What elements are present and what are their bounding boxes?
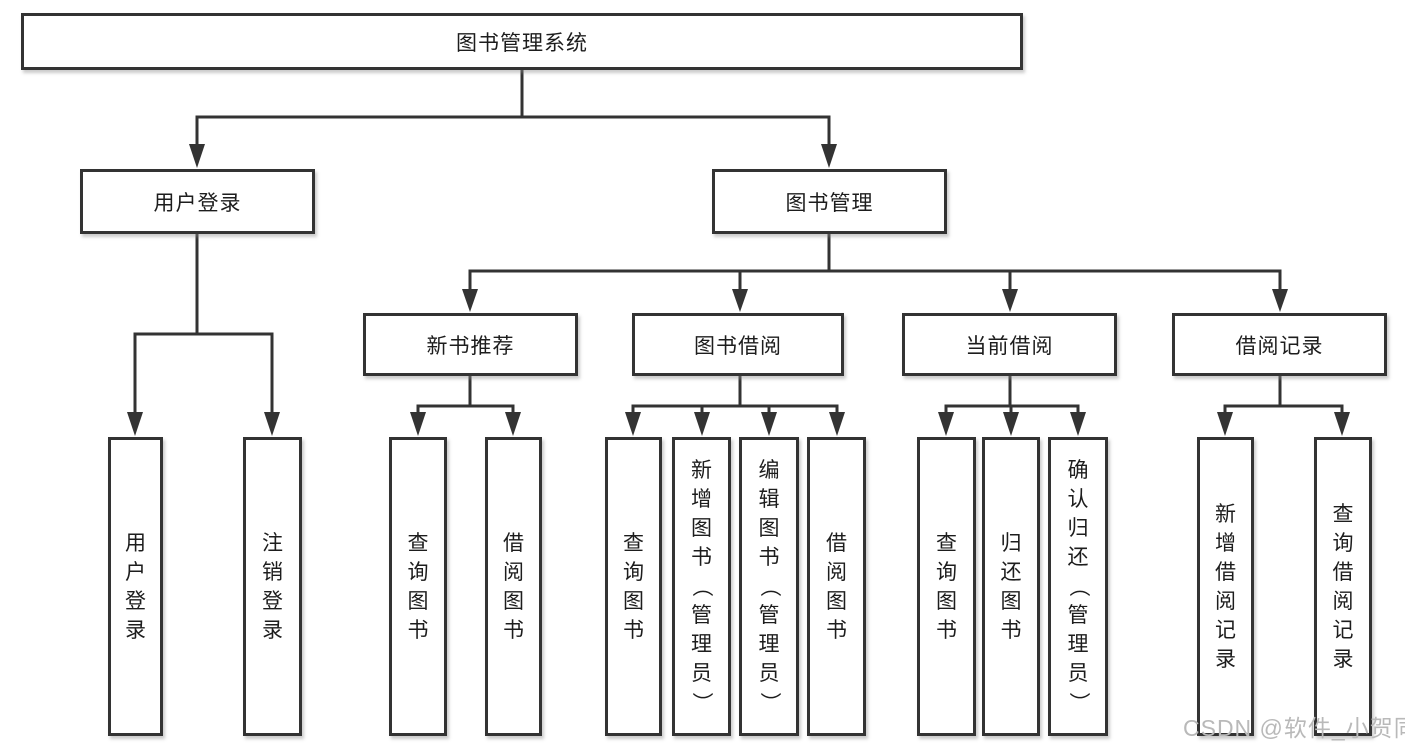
node-confirm-return-label: 确认归还（管理员） [1066,459,1090,713]
csdn-watermark: CSDN @软件_小贺同学 [1183,715,1405,741]
connector-borrow-record-split [1223,376,1344,415]
node-query-book-3-label: 查询图书 [936,531,957,642]
arrow-return-book [1003,412,1019,436]
arrow-current-borrow [1002,289,1018,312]
node-user-login-leaf-label: 用户登录 [125,531,146,642]
node-add-book-label: 新增图书（管理员） [690,459,713,713]
connector-new-book-split [416,376,515,415]
node-book-borrow-label: 图书借阅 [694,334,782,358]
arrow-borrow-book-1 [505,412,521,436]
node-query-borrow-record-label: 查询借阅记录 [1332,502,1354,671]
node-borrow-book-1-label: 借阅图书 [503,531,524,642]
connector-paths [133,70,1344,415]
connector-book-borrow-split [631,376,839,415]
arrow-borrow-book-2 [829,412,845,436]
node-root: 图书管理系统 [21,13,1023,70]
arrow-add-book [694,412,710,436]
node-edit-book: 编辑图书（管理员） [739,437,799,736]
node-logout-leaf-label: 注销登录 [262,531,283,642]
node-borrow-record-label: 借阅记录 [1235,334,1324,358]
arrow-query-book-3 [938,412,954,436]
arrow-confirm-return [1070,412,1086,436]
node-book-borrow: 图书借阅 [632,313,844,376]
node-add-borrow-record-label: 新增借阅记录 [1215,502,1236,671]
arrow-new-book [462,289,478,312]
arrow-edit-book [761,412,777,436]
arrowheads [127,144,1350,436]
node-query-book-3: 查询图书 [917,437,976,736]
node-query-borrow-record: 查询借阅记录 [1314,437,1372,736]
connector-root-split [195,70,831,146]
node-book-mgmt-label: 图书管理 [785,191,874,215]
node-add-borrow-record: 新增借阅记录 [1197,437,1254,736]
node-book-mgmt: 图书管理 [712,169,947,234]
node-query-book-1-label: 查询图书 [407,531,429,642]
node-new-book: 新书推荐 [363,313,578,376]
connector-book-mgmt-split [468,234,1282,291]
connector-current-borrow-split [944,376,1080,415]
node-current-borrow-label: 当前借阅 [965,334,1054,358]
node-return-book-label: 归还图书 [1000,531,1022,642]
node-borrow-record: 借阅记录 [1172,313,1387,376]
arrow-book-borrow [732,289,748,312]
arrow-user-login [189,144,205,168]
node-borrow-book-1: 借阅图书 [485,437,542,736]
node-new-book-label: 新书推荐 [426,334,515,358]
node-borrow-book-2: 借阅图书 [807,437,866,736]
arrow-book-mgmt [821,144,837,168]
arrow-query-book-1 [410,412,426,436]
node-logout-leaf: 注销登录 [243,437,302,736]
node-root-label: 图书管理系统 [456,31,588,55]
node-confirm-return: 确认归还（管理员） [1048,437,1108,736]
arrow-query-book-2 [625,412,641,436]
arrow-query-borrow-record [1334,412,1350,436]
node-user-login: 用户登录 [80,169,315,234]
connector-user-login-split [133,234,274,415]
arrow-borrow-record [1272,289,1288,312]
node-current-borrow: 当前借阅 [902,313,1117,376]
arrow-add-borrow-record [1217,412,1233,436]
node-query-book-1: 查询图书 [389,437,447,736]
node-query-book-2: 查询图书 [605,437,662,736]
node-user-login-label: 用户登录 [153,191,242,215]
node-return-book: 归还图书 [982,437,1040,736]
node-borrow-book-2-label: 借阅图书 [826,531,847,642]
node-add-book: 新增图书（管理员） [672,437,731,736]
node-query-book-2-label: 查询图书 [623,531,644,642]
arrow-user-login-leaf [127,412,143,436]
arrow-logout-leaf [264,412,280,436]
node-user-login-leaf: 用户登录 [108,437,163,736]
node-edit-book-label: 编辑图书（管理员） [757,459,781,713]
